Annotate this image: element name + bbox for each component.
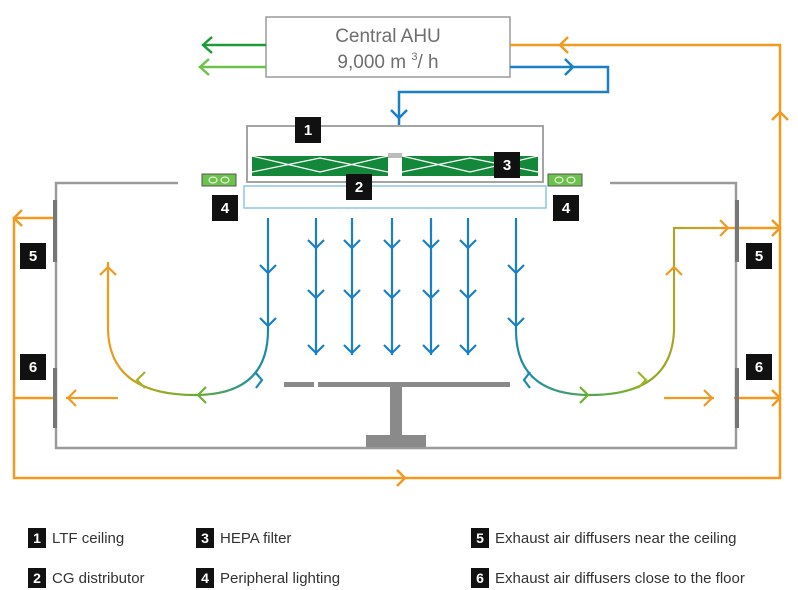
legend-number: 1 [28, 528, 46, 548]
airflow-curve-right [514, 219, 734, 407]
svg-text:6: 6 [29, 359, 37, 376]
legend-item-1: 1 LTF ceiling [28, 528, 124, 548]
central-ahu-box [265, 16, 511, 78]
marker-2: 2 [346, 174, 372, 200]
svg-text:5: 5 [755, 248, 763, 265]
supply-duct [390, 58, 610, 125]
peripheral-light-right [547, 173, 583, 187]
ahu-title: Central AHU [335, 26, 441, 47]
legend-item-2: 2 CG distributor [28, 568, 145, 588]
marker-5-left: 5 [20, 243, 46, 269]
legend-label: HEPA filter [220, 529, 292, 547]
legend-label: LTF ceiling [52, 529, 125, 547]
legend-number: 6 [471, 568, 489, 588]
legend-number: 2 [28, 568, 46, 588]
marker-6-right: 6 [746, 354, 772, 380]
legend-number: 3 [196, 528, 214, 548]
marker-1: 1 [295, 117, 321, 143]
svg-text:4: 4 [562, 200, 571, 217]
legend-number: 5 [471, 528, 489, 548]
return-duct [12, 36, 789, 487]
legend-item-6: 6 Exhaust air diffusers close to the flo… [471, 568, 745, 588]
operating-table [284, 382, 510, 447]
ahu-left-arrows [198, 36, 266, 76]
cg-distributor [243, 185, 547, 209]
marker-6-left: 6 [20, 354, 46, 380]
legend-label: Exhaust air diffusers near the ceiling [495, 529, 737, 547]
legend-label: Peripheral lighting [220, 569, 341, 587]
downflow-arrows [259, 218, 525, 355]
svg-text:5: 5 [29, 248, 37, 265]
legend-number: 4 [196, 568, 214, 588]
peripheral-light-left [201, 173, 237, 187]
marker-5-right: 5 [746, 243, 772, 269]
legend-label: CG distributor [52, 569, 145, 587]
room-outline [54, 181, 738, 450]
marker-4-right: 4 [553, 195, 579, 221]
svg-text:6: 6 [755, 359, 763, 376]
svg-text:2: 2 [355, 179, 363, 196]
hepa-filter-left [251, 155, 389, 176]
marker-3: 3 [494, 152, 520, 178]
svg-text:1: 1 [304, 122, 312, 139]
legend-item-3: 3 HEPA filter [196, 528, 291, 548]
airflow-curve-left [66, 262, 270, 407]
svg-text:4: 4 [221, 200, 230, 217]
ahu-capacity: 9,000 m 3/ h [337, 51, 438, 73]
wall-diffusers [53, 200, 739, 428]
legend-item-4: 4 Peripheral lighting [196, 568, 340, 588]
svg-text:3: 3 [503, 157, 511, 174]
marker-4-left: 4 [212, 195, 238, 221]
legend-label: Exhaust air diffusers close to the floor [495, 569, 745, 587]
legend-item-5: 5 Exhaust air diffusers near the ceiling [471, 528, 737, 548]
